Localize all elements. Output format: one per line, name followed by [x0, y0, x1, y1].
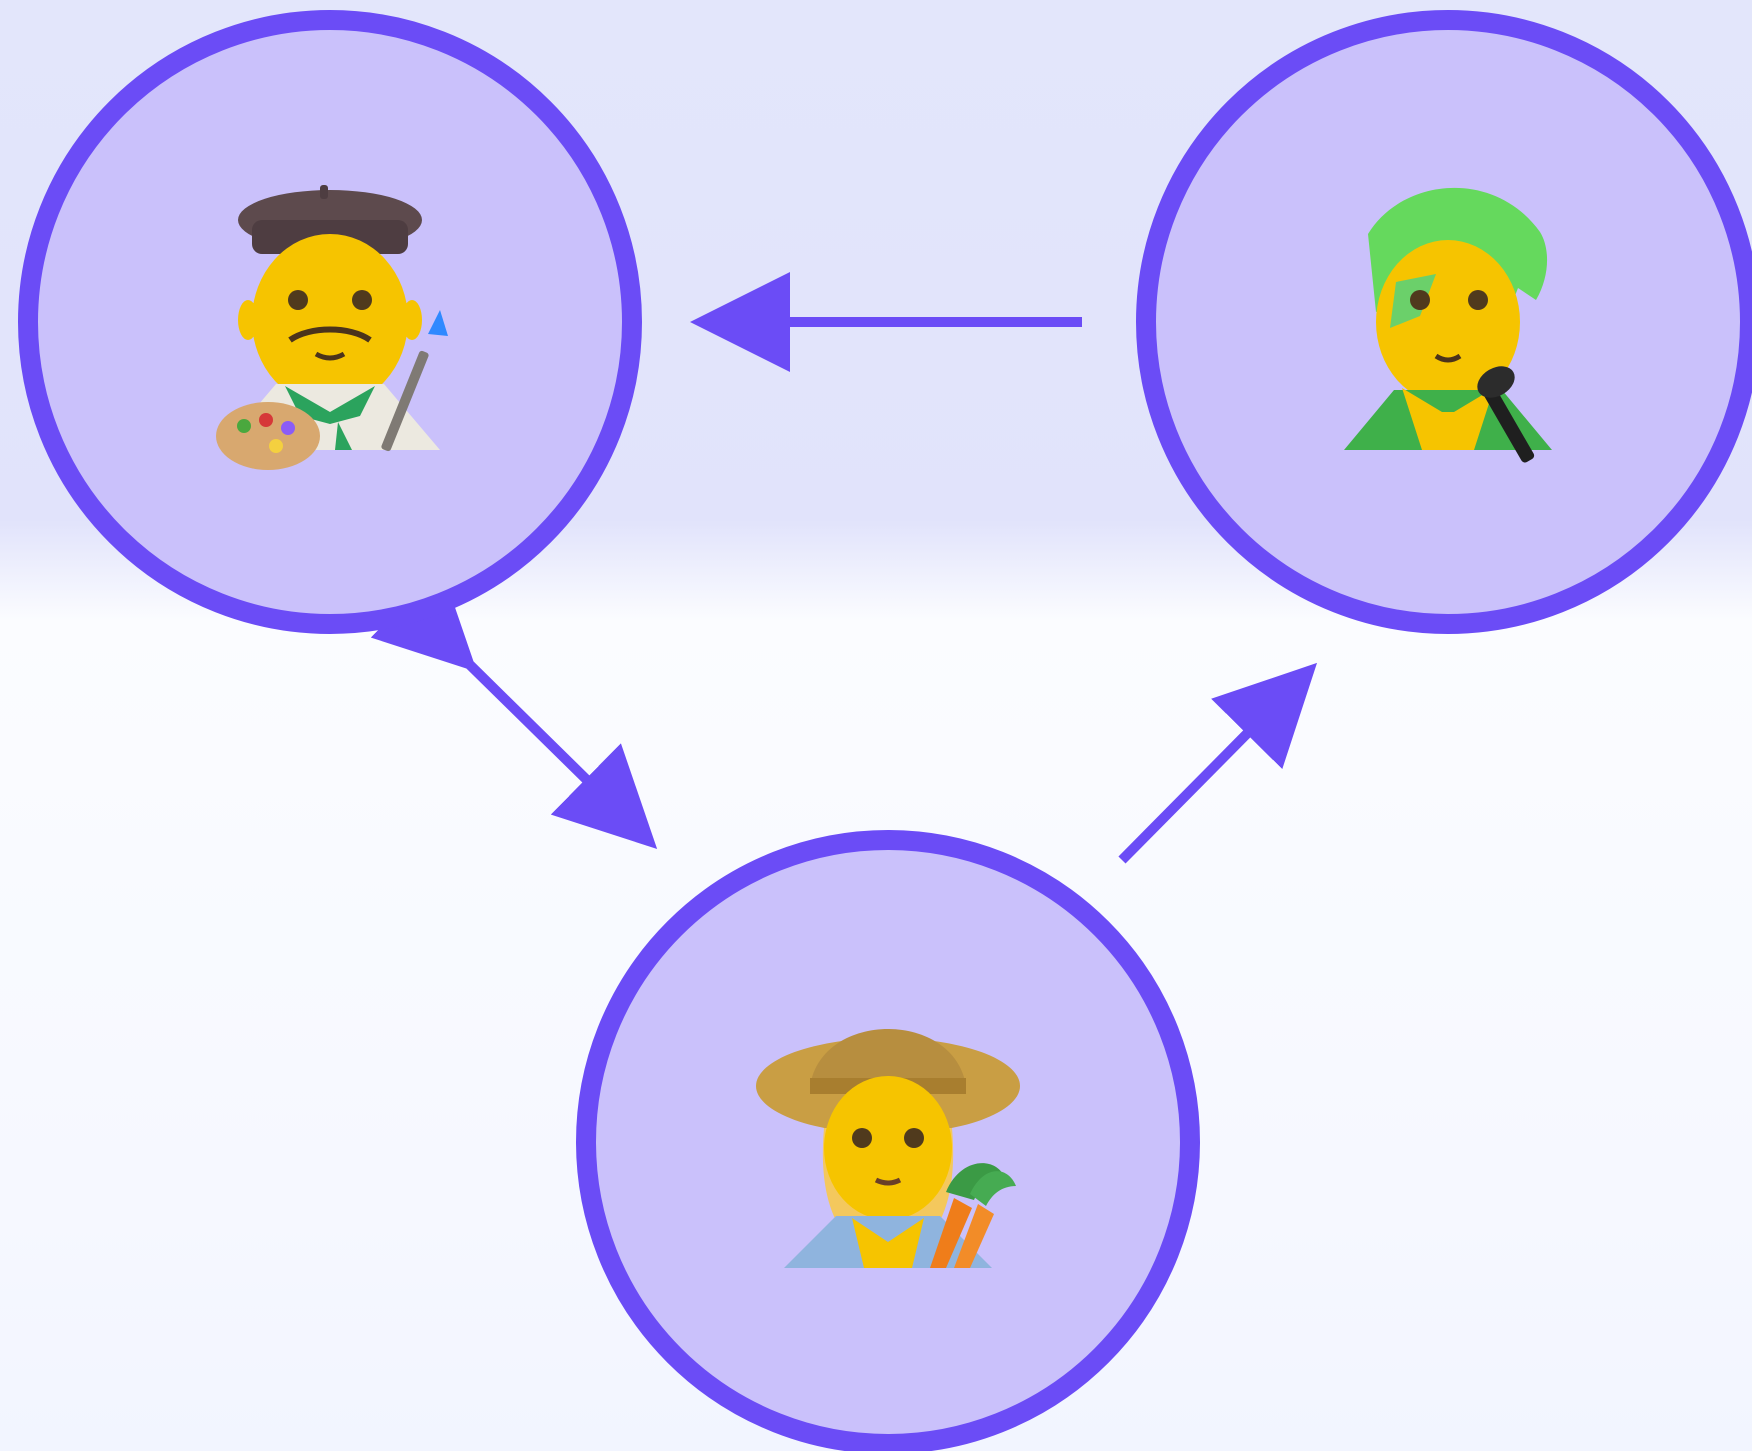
man-artist-icon [216, 185, 448, 470]
node-farmer [576, 830, 1200, 1451]
node-singer [1136, 10, 1752, 634]
edges [370, 272, 1318, 864]
edge-artist-farmer-bidirectional [370, 566, 658, 850]
node-artist [18, 10, 642, 634]
singer-icon [1344, 187, 1552, 463]
edge-farmer-to-singer [1118, 662, 1318, 864]
woman-farmer-icon [756, 1029, 1020, 1268]
